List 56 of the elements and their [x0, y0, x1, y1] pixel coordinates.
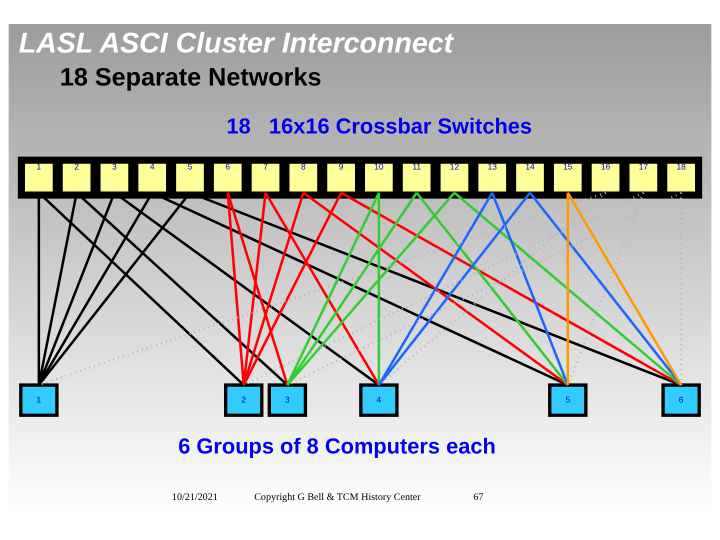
label: 18 Separate Networks — [60, 64, 322, 92]
node-box: 5 — [174, 161, 206, 194]
connector — [242, 192, 305, 386]
connector — [566, 192, 645, 386]
connector — [454, 192, 682, 386]
node-box: 18 — [664, 161, 698, 194]
connector — [226, 192, 245, 386]
node-box: 17 — [627, 161, 660, 194]
node-box: 2 — [60, 161, 93, 194]
label: Copyright G Bell & TCM History Center — [254, 492, 421, 504]
node-box: 11 — [400, 161, 434, 194]
connector — [416, 192, 569, 386]
node-box: 4 — [359, 383, 399, 417]
connector — [242, 192, 342, 386]
node-box: 15 — [551, 161, 584, 194]
connector — [491, 192, 569, 386]
node-box: 14 — [514, 161, 546, 194]
connector — [378, 192, 531, 386]
node-box: 13 — [476, 161, 509, 194]
connector — [378, 192, 606, 386]
connector — [242, 192, 267, 386]
diagram-title: LASL ASCI Cluster Interconnect — [18, 28, 454, 60]
connector — [226, 192, 289, 386]
node-box: 7 — [249, 161, 282, 194]
connector — [38, 192, 606, 386]
connector — [286, 192, 380, 386]
node-box: 12 — [438, 161, 471, 194]
node-box: 2 — [224, 383, 264, 417]
connector — [286, 192, 456, 386]
label: 18 16x16 Crossbar Switches — [226, 113, 532, 138]
connector — [243, 192, 644, 386]
node-box: 5 — [548, 383, 588, 417]
connector — [38, 192, 245, 386]
node-box: 1 — [22, 161, 56, 194]
connector — [378, 192, 494, 386]
node-box: 10 — [362, 161, 396, 194]
node-box: 16 — [589, 161, 622, 194]
node-box: 4 — [136, 161, 169, 194]
label: 6 Groups of 8 Computers each — [178, 433, 496, 458]
connector — [566, 192, 570, 386]
connector — [566, 192, 682, 386]
label: 67 — [473, 492, 484, 504]
node-box: 1 — [19, 383, 59, 417]
node-box: 3 — [98, 161, 131, 194]
node-box: 8 — [286, 161, 320, 194]
connector — [378, 192, 380, 386]
connector — [286, 192, 418, 386]
node-box: 9 — [324, 161, 358, 194]
connector — [302, 192, 569, 386]
cluster — [18, 156, 702, 199]
node-box: 3 — [268, 383, 308, 417]
connector — [264, 192, 380, 386]
connector — [529, 192, 682, 386]
node-box: 6 — [211, 161, 244, 194]
label: 10/21/2021 — [172, 492, 218, 504]
node-box: 6 — [661, 383, 701, 417]
